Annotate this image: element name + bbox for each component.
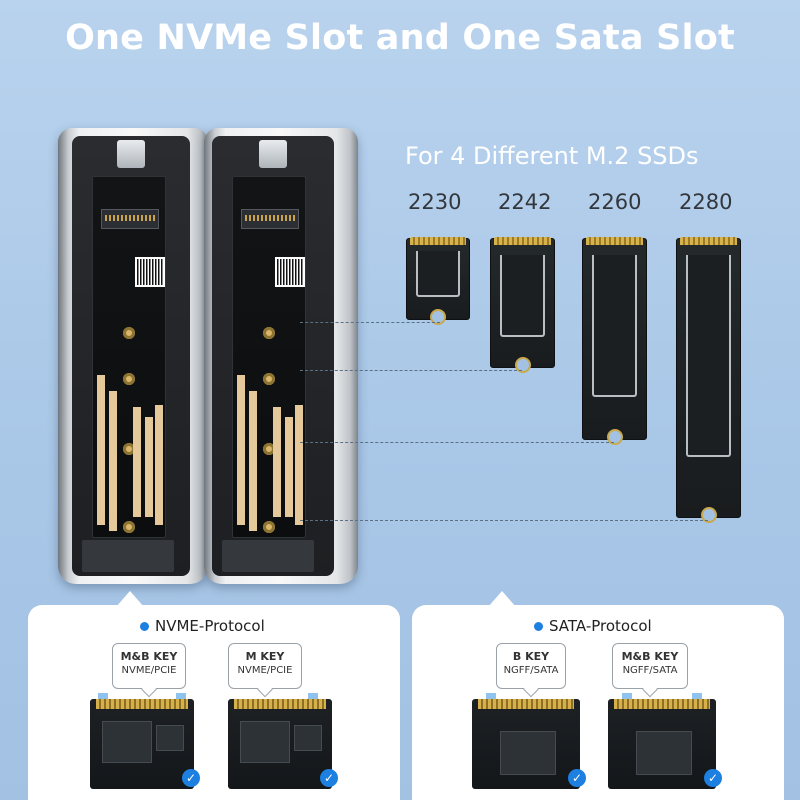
check-icon: ✓: [704, 769, 722, 787]
panel-pointer: [116, 591, 144, 607]
end-cap: [82, 540, 174, 572]
contact-pin: [249, 391, 257, 531]
guide-line-2242: [300, 370, 522, 371]
sata-protocol-label: SATA-Protocol: [534, 617, 652, 635]
key-type: NGFF/SATA: [503, 665, 559, 676]
key-type: NVME/PCIE: [121, 665, 177, 676]
m2-slot: [101, 209, 159, 229]
standoff-hole: [123, 521, 135, 533]
usb-c-connector: [259, 140, 287, 168]
standoff-hole: [123, 373, 135, 385]
check-icon: ✓: [568, 769, 586, 787]
end-cap: [222, 540, 314, 572]
check-icon: ✓: [320, 769, 338, 787]
guide-line-2260: [300, 442, 614, 443]
bullet-dot-icon: [140, 621, 149, 631]
key-name: M KEY: [245, 650, 285, 663]
nvme-protocol-text: NVME-Protocol: [155, 617, 265, 635]
contact-pin: [109, 391, 117, 531]
guide-line-2230: [300, 322, 440, 323]
ssd-mb-key: [608, 693, 716, 789]
pcb-board: [232, 176, 306, 538]
sata-panel: SATA-Protocol B KEY NGFF/SATA M&B KEY NG…: [412, 591, 784, 800]
key-name: B KEY: [512, 650, 550, 663]
size-label-2230: 2230: [408, 190, 462, 214]
nvme-panel: NVME-Protocol M&B KEY NVME/PCIE M KEY NV…: [28, 591, 400, 800]
contact-pin: [285, 417, 293, 517]
standoff-hole: [123, 327, 135, 339]
bay-right: [212, 136, 334, 576]
ssd-2230: [406, 237, 470, 325]
enclosure-shell-right: [204, 128, 358, 584]
ssd-subtitle: For 4 Different M.2 SSDs: [405, 142, 699, 170]
key-bubble-mb: M&B KEY NVME/PCIE: [112, 643, 186, 689]
contact-pin: [133, 407, 141, 517]
usb-c-connector: [117, 140, 145, 168]
contact-pin: [237, 375, 245, 525]
ssd-2242: [490, 237, 555, 373]
key-type: NGFF/SATA: [622, 665, 678, 676]
size-label-2242: 2242: [498, 190, 552, 214]
ssd-mb-key: [90, 693, 194, 789]
panel-pointer: [488, 591, 516, 607]
bullet-dot-icon: [534, 621, 543, 631]
nvme-protocol-label: NVME-Protocol: [140, 617, 265, 635]
standoff-hole: [263, 373, 275, 385]
key-name: M&B KEY: [621, 650, 679, 663]
ssd-b-key: [472, 693, 580, 789]
qr-code: [135, 257, 165, 287]
key-name: M&B KEY: [120, 650, 178, 663]
guide-line-2280: [300, 520, 708, 521]
key-bubble-b: B KEY NGFF/SATA: [496, 643, 566, 689]
key-bubble-m: M KEY NVME/PCIE: [228, 643, 302, 689]
size-label-2260: 2260: [588, 190, 642, 214]
contact-pin: [145, 417, 153, 517]
ssd-m-key: [228, 693, 332, 789]
size-label-2280: 2280: [679, 190, 733, 214]
ssd-2280: [676, 237, 741, 523]
standoff-hole: [263, 443, 275, 455]
pcb-board: [92, 176, 166, 538]
page-title: One NVMe Slot and One Sata Slot: [65, 18, 735, 58]
key-bubble-mb: M&B KEY NGFF/SATA: [612, 643, 688, 689]
qr-code: [275, 257, 305, 287]
standoff-hole: [123, 443, 135, 455]
enclosure-shell-left: [58, 128, 208, 584]
ssd-2260: [582, 237, 647, 445]
contact-pin: [273, 407, 281, 517]
sata-protocol-text: SATA-Protocol: [549, 617, 652, 635]
standoff-hole: [263, 327, 275, 339]
enclosure-image: [58, 128, 358, 590]
bay-left: [72, 136, 190, 576]
contact-pin: [295, 405, 303, 525]
standoff-hole: [263, 521, 275, 533]
m2-slot: [241, 209, 299, 229]
check-icon: ✓: [182, 769, 200, 787]
key-type: NVME/PCIE: [237, 665, 293, 676]
contact-pin: [155, 405, 163, 525]
contact-pin: [97, 375, 105, 525]
